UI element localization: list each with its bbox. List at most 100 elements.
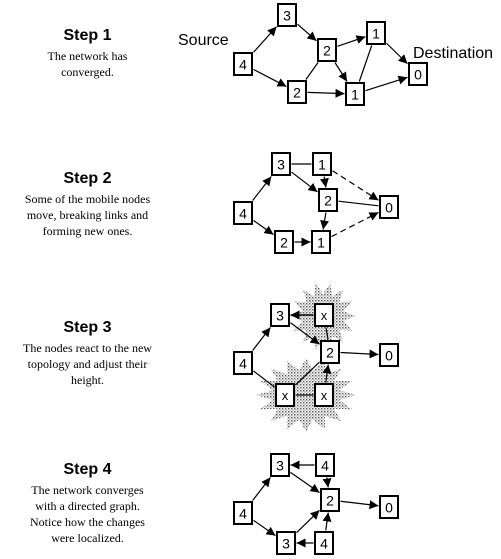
network-node: 0	[408, 62, 428, 86]
node-label: 1	[317, 235, 325, 251]
link-line	[253, 370, 275, 388]
directed-link-arrow	[334, 62, 348, 82]
network-node: 0	[379, 343, 399, 367]
node-label: 4	[239, 206, 247, 222]
links	[252, 23, 408, 548]
directed-link-arrow	[322, 364, 332, 383]
destination-label: Destination	[413, 45, 493, 62]
network-node: 2	[318, 188, 338, 212]
link-line	[295, 361, 320, 386]
node-removed: x	[314, 383, 334, 407]
node-removed: x	[314, 303, 334, 327]
link-line	[305, 62, 319, 80]
node-label: 4	[320, 536, 328, 552]
step-3-description: The nodes react to the new topology and …	[0, 340, 175, 388]
node-label: 4	[239, 506, 247, 522]
directed-link-arrow	[296, 509, 320, 534]
node-box	[277, 3, 297, 27]
step-1-caption: Step 1 The network has converged.	[0, 27, 175, 80]
node-box	[366, 21, 386, 45]
directed-link-arrow	[252, 327, 271, 351]
node-label: 0	[385, 348, 393, 364]
step-2-description: Some of the mobile nodes move, breaking …	[0, 191, 175, 239]
step-3-desc-line: height.	[71, 373, 104, 387]
directed-link-arrow	[320, 212, 330, 230]
network-node: 4	[233, 201, 253, 225]
step-1-title: Step 1	[63, 27, 112, 44]
directed-link-arrow	[253, 68, 287, 88]
step-4-desc-line: were localized.	[51, 531, 124, 545]
node-label: 2	[326, 493, 334, 509]
network-node: 1	[366, 21, 386, 45]
node-box	[314, 303, 334, 327]
directed-link-arrow	[332, 170, 379, 201]
step-2-title: Step 2	[63, 170, 112, 187]
node-box	[271, 152, 291, 176]
node-box	[233, 201, 253, 225]
network-node: 2	[274, 230, 294, 254]
step-1-desc-line: The network has	[47, 49, 128, 63]
step-4-title: Step 4	[63, 461, 112, 478]
source-label: Source	[178, 32, 229, 49]
node-label: x	[321, 388, 328, 403]
node-box	[275, 383, 295, 407]
network-node: 3	[277, 3, 297, 27]
node-box	[320, 340, 340, 364]
network-node: 0	[379, 495, 399, 519]
step-4-desc-line: Notice how the changes	[30, 515, 145, 529]
directed-link-arrow	[365, 75, 408, 92]
directed-link-arrow	[297, 23, 317, 42]
node-label: 2	[280, 235, 288, 251]
network-node: 0	[379, 195, 399, 219]
node-label: 3	[276, 308, 284, 324]
directed-link-arrow	[290, 471, 320, 494]
network-node: 1	[312, 152, 332, 176]
directed-link-arrow	[291, 171, 318, 193]
node-box	[270, 303, 290, 327]
network-node: 2	[287, 80, 307, 104]
network-node: 3	[271, 152, 291, 176]
link-line	[325, 327, 329, 340]
node-box	[379, 495, 399, 519]
network-node: 4	[233, 351, 253, 375]
node-box	[276, 531, 296, 555]
node-label: 2	[324, 193, 332, 209]
node-label: 4	[239, 57, 247, 73]
step-2-desc-line: forming new ones.	[42, 224, 133, 238]
network-node: 3	[270, 453, 290, 477]
node-box	[233, 351, 253, 375]
directed-link-arrow	[253, 219, 274, 236]
step-2-desc-line: move, breaking links and	[26, 208, 149, 222]
node-box	[287, 80, 307, 104]
node-label: 0	[385, 200, 393, 216]
node-label: 4	[321, 458, 329, 474]
directed-link-arrow	[307, 88, 345, 98]
node-label: 4	[239, 356, 247, 372]
node-label: 3	[282, 536, 290, 552]
directed-link-arrow	[253, 26, 277, 53]
node-box	[315, 453, 335, 477]
node-label: 1	[351, 87, 359, 103]
node-box	[274, 230, 294, 254]
node-box	[408, 62, 428, 86]
step-1-description: The network has converged.	[0, 48, 175, 80]
network-node: 4	[314, 531, 334, 555]
node-label: 2	[293, 85, 301, 101]
node-box	[379, 343, 399, 367]
node-box	[318, 188, 338, 212]
node-box	[345, 82, 365, 106]
node-label: 3	[276, 458, 284, 474]
directed-link-arrow	[340, 500, 379, 510]
directed-link-arrow	[290, 322, 320, 345]
network-node: 4	[233, 52, 253, 76]
network-node: 3	[270, 303, 290, 327]
node-label: 2	[323, 43, 331, 59]
step-3-caption: Step 3 The nodes react to the new topolo…	[0, 319, 175, 388]
network-node: 1	[345, 82, 365, 106]
node-removed: x	[275, 383, 295, 407]
node-label: 1	[372, 26, 380, 42]
directed-link-arrow	[253, 519, 276, 537]
node-box	[270, 453, 290, 477]
link-line	[358, 45, 373, 82]
